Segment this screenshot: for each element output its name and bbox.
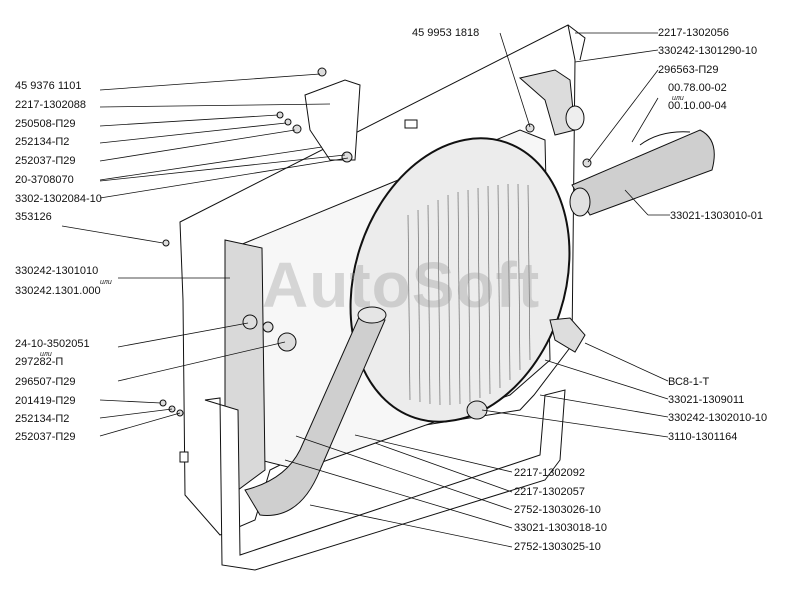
label-left-13: 296507-П29 [15, 376, 76, 388]
label-right-4: 296563-П29 [658, 64, 719, 76]
drain-valve [549, 317, 586, 353]
label-left-10: 330242.1301.000 [15, 285, 101, 297]
label-left-9: 330242-1301010 [15, 265, 99, 277]
lower-hose [244, 314, 386, 516]
label-bottom-4: 33021-1303018-10 [514, 522, 607, 534]
bottom-bracket [204, 389, 566, 571]
label-right-6: 00.10.00-04 [668, 100, 727, 112]
label-right-8: ВС8-1-Т [668, 376, 710, 388]
top-bracket [304, 79, 361, 161]
fan-shroud-ring [349, 137, 571, 423]
label-bottom-2: 2217-1302057 [514, 486, 585, 498]
label-left-16: 252037-П29 [15, 431, 76, 443]
label-left-15: 252134-П2 [15, 413, 70, 425]
autosoft-watermark: AutoSoft [262, 249, 541, 321]
label-right-9: 33021-1309011 [668, 394, 745, 406]
upper-outlet-pipe [571, 129, 715, 216]
label-left-3: 250508-П29 [15, 118, 76, 130]
leader-lines [61, 32, 670, 548]
label-right-or-1: или [672, 95, 684, 102]
label-left-2: 2217-1302088 [15, 99, 86, 111]
label-bottom-3: 2752-1303026-10 [514, 504, 601, 516]
label-left-6: 20-3708070 [15, 174, 74, 186]
label-right-11: 3110-1301164 [668, 431, 738, 443]
label-left-7: 3302-1302084-10 [15, 193, 102, 205]
label-right-7: 33021-1303010-01 [670, 210, 763, 222]
label-right-5: 00.78.00-02 [668, 82, 727, 94]
label-right-3: 330242-1301290-10 [658, 45, 758, 57]
label-left-4: 252134-П2 [15, 136, 70, 148]
label-left-11: 24-10-3502051 [15, 338, 90, 350]
label-right-1: 45 9953 1818 [412, 27, 480, 39]
label-left-1: 45 9376 1101 [15, 80, 82, 92]
support-cushion [466, 400, 488, 420]
label-left-8: 353126 [15, 211, 52, 223]
label-left-or-1: или [100, 279, 112, 286]
label-right-10: 330242-1302010-10 [668, 412, 768, 424]
label-bottom-5: 2752-1303025-10 [514, 541, 601, 553]
label-left-14: 201419-П29 [15, 395, 76, 407]
label-right-2: 2217-1302056 [658, 27, 729, 39]
label-bottom-1: 2217-1302092 [514, 467, 585, 479]
label-left-or-2: или [40, 351, 52, 358]
label-left-5: 252037-П29 [15, 155, 76, 167]
radiator-fins [407, 183, 531, 406]
label-left-12: 297282-П [15, 356, 64, 368]
